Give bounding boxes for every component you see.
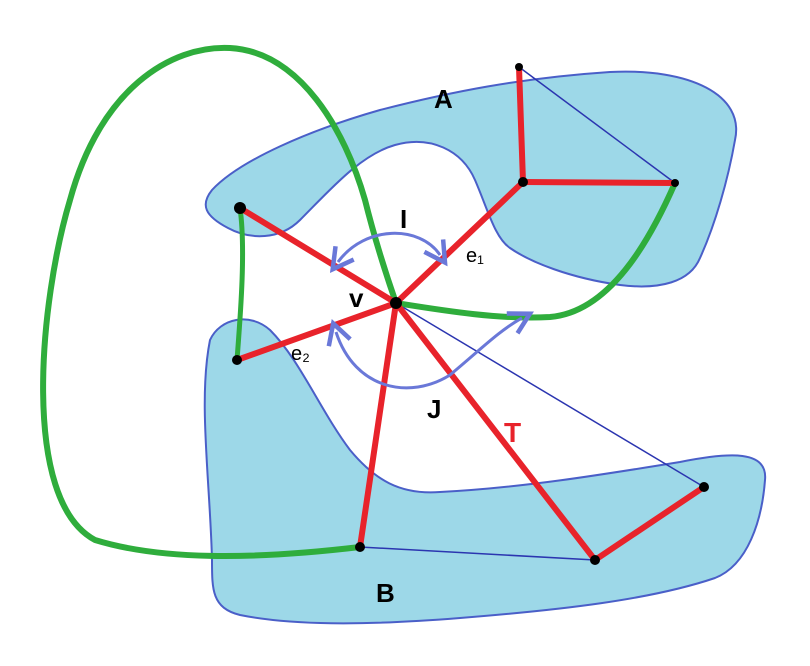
label-A: A (434, 84, 453, 114)
tree-edge-v-left-top (237, 205, 399, 306)
thin-edge-v-br (395, 302, 705, 488)
label-I: I (400, 204, 407, 234)
vertex-left-bottom (232, 355, 242, 365)
green-curve-outer (40, 44, 399, 559)
vertex-left-top (234, 202, 246, 214)
region-a (204, 70, 738, 288)
green-curve-left (234, 207, 246, 361)
tree-edge-a-right (520, 179, 678, 186)
label-e1: e₁ (466, 245, 484, 267)
tree-edge-b-right (592, 484, 707, 563)
tree-edge-a-stem (516, 64, 526, 185)
label-J: J (427, 394, 441, 424)
vertices (232, 63, 709, 565)
vertex-a-mid (518, 177, 528, 187)
vertex-a-top (515, 63, 523, 71)
region-b (203, 318, 767, 625)
vertex-b-right (699, 482, 709, 492)
label-T: T (504, 417, 521, 448)
arc-J (336, 318, 522, 390)
thin-edge-b-bottom (359, 546, 596, 561)
label-v: v (349, 283, 364, 313)
label-B: B (376, 578, 395, 608)
tree-edge-e1 (393, 179, 526, 306)
green-curve-right (395, 181, 678, 321)
vertex-a-right (671, 179, 679, 187)
vertex-v (390, 297, 402, 309)
vertex-b-left (355, 542, 365, 552)
arc-I (338, 231, 440, 262)
vertex-b-bottom (590, 555, 600, 565)
thin-edge-a-top (518, 66, 676, 184)
label-e2: e₂ (291, 343, 310, 365)
